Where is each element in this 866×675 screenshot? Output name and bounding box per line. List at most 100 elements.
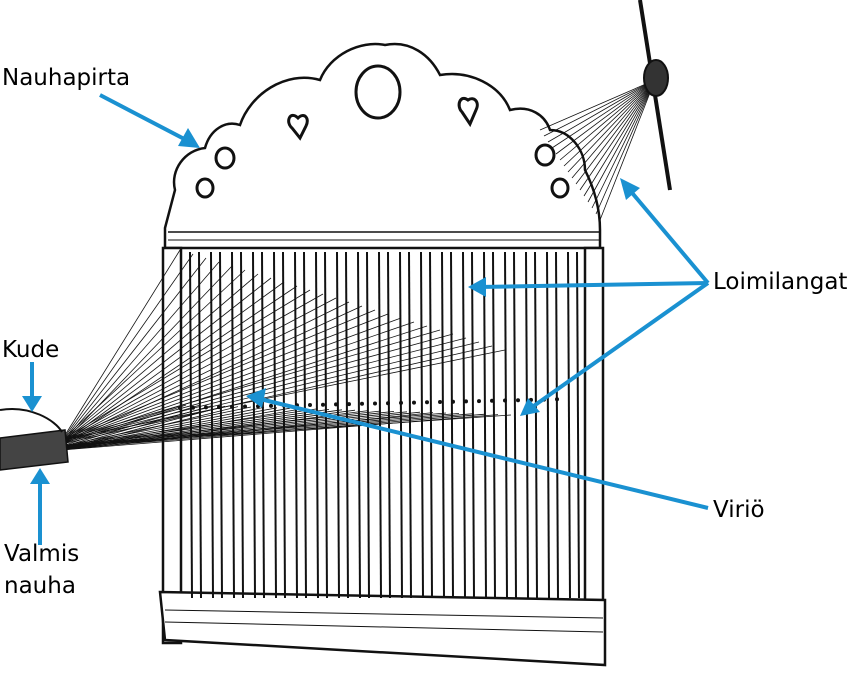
label-virio: Viriö: [713, 497, 765, 523]
warp-thread: [551, 79, 656, 149]
warp-thread: [61, 265, 233, 445]
heddle-dot: [386, 401, 390, 406]
warp-thread: [61, 269, 246, 441]
warp-thread: [61, 412, 447, 447]
annotation-arrows: [22, 93, 710, 545]
warp-thread: [61, 253, 194, 442]
loom-crest: [163, 42, 602, 250]
warp-thread: [61, 249, 181, 441]
warp-thread: [61, 293, 324, 442]
label-nauhapirta: Nauhapirta: [2, 65, 131, 91]
loom-slat: [462, 251, 466, 599]
warp-thread: [61, 281, 285, 444]
loom-slat: [378, 251, 382, 599]
heddle-dot: [191, 405, 195, 410]
arrow-loimilangat-2: [477, 281, 709, 289]
label-valmis: Valmis: [4, 541, 80, 567]
heart-left: [287, 113, 309, 141]
warp-thread: [591, 79, 656, 209]
loom-slat: [210, 251, 214, 599]
warp-thread: [61, 289, 311, 441]
loom-slat-edge: [408, 251, 412, 599]
loom-slat-edge: [429, 251, 433, 599]
warp-thread: [61, 301, 350, 444]
loom-slat: [483, 251, 487, 599]
warp-thread: [61, 407, 278, 449]
loom-slat-edge: [513, 251, 517, 599]
warp-thread: [61, 413, 473, 449]
heddle-dot: [334, 402, 338, 407]
label-kude: Kude: [2, 337, 60, 363]
warp-thread: [587, 79, 656, 203]
loom-right-post: [583, 246, 605, 645]
loom-slat: [441, 251, 445, 599]
warp-thread: [579, 79, 656, 191]
heddle-dot: [360, 401, 364, 406]
loom-slat-edge: [450, 251, 454, 599]
heddle-dot: [438, 400, 442, 404]
heddle-dot: [464, 399, 468, 404]
loom-illustration: [0, 0, 672, 667]
warp-thread: [563, 79, 656, 167]
heddle-dot: [477, 399, 481, 404]
loom-slat: [567, 251, 571, 599]
warp-thread: [61, 261, 220, 444]
warp-thread: [61, 345, 493, 445]
warp-thread: [571, 79, 656, 179]
weft-bump: [0, 408, 63, 433]
heddle-dot: [217, 405, 221, 410]
heddle-dot: [308, 403, 312, 407]
warp-thread: [61, 273, 259, 442]
warp-thread: [61, 408, 317, 447]
heart-right: [457, 97, 479, 128]
warp-thread: [61, 329, 441, 441]
warp-thread: [61, 277, 272, 443]
heddle-dot: [412, 400, 416, 405]
warp-thread: [559, 79, 656, 161]
warp-thread: [583, 79, 656, 197]
heddle-dot: [243, 404, 247, 409]
warp-thread: [61, 297, 337, 443]
heddle-dot: [399, 400, 403, 405]
loom-slat: [189, 251, 193, 599]
warp-thread: [539, 79, 656, 131]
arrow-loimilangat-1: [626, 186, 710, 285]
warp-thread: [61, 317, 402, 443]
heddle-dot: [321, 402, 325, 407]
loom-slat: [546, 251, 550, 599]
arrow-loimilangat-3: [526, 281, 710, 412]
loom-slat-edge: [492, 251, 496, 599]
warp-thread: [595, 79, 656, 215]
warp-fan-top: [539, 79, 656, 221]
label-loimilangat: Loimilangat: [713, 269, 848, 295]
warp-thread: [61, 333, 454, 442]
loom-slat: [420, 251, 424, 599]
warp-thread: [61, 414, 512, 447]
warp-knot: [643, 59, 669, 97]
warp-thread: [567, 79, 656, 173]
loom-slat-edge: [555, 251, 559, 599]
warp-thread: [599, 79, 656, 221]
heddle-dot: [451, 399, 455, 404]
loom-slats: [189, 251, 580, 599]
loom-slat: [504, 251, 508, 599]
loom-slat: [525, 251, 529, 599]
loom-slat: [399, 251, 403, 599]
heddle-dot: [516, 398, 520, 403]
warp-thread: [61, 349, 506, 441]
warp-thread: [61, 407, 265, 448]
loom-slat-edge: [471, 251, 475, 599]
heddle-dot: [178, 406, 182, 410]
heddle-dot: [503, 398, 507, 403]
heddle-dot: [490, 398, 494, 403]
loom-slat-edge: [387, 251, 391, 599]
loom-slat: [273, 251, 277, 599]
warp-thread: [61, 313, 389, 442]
loom-bottom-bar: [158, 590, 607, 667]
heddle-dot: [373, 401, 377, 406]
warp-thread: [547, 79, 656, 143]
warp-thread: [555, 79, 656, 155]
loom-slat-edge: [576, 251, 580, 599]
arrow-nauhapirta: [99, 93, 191, 144]
